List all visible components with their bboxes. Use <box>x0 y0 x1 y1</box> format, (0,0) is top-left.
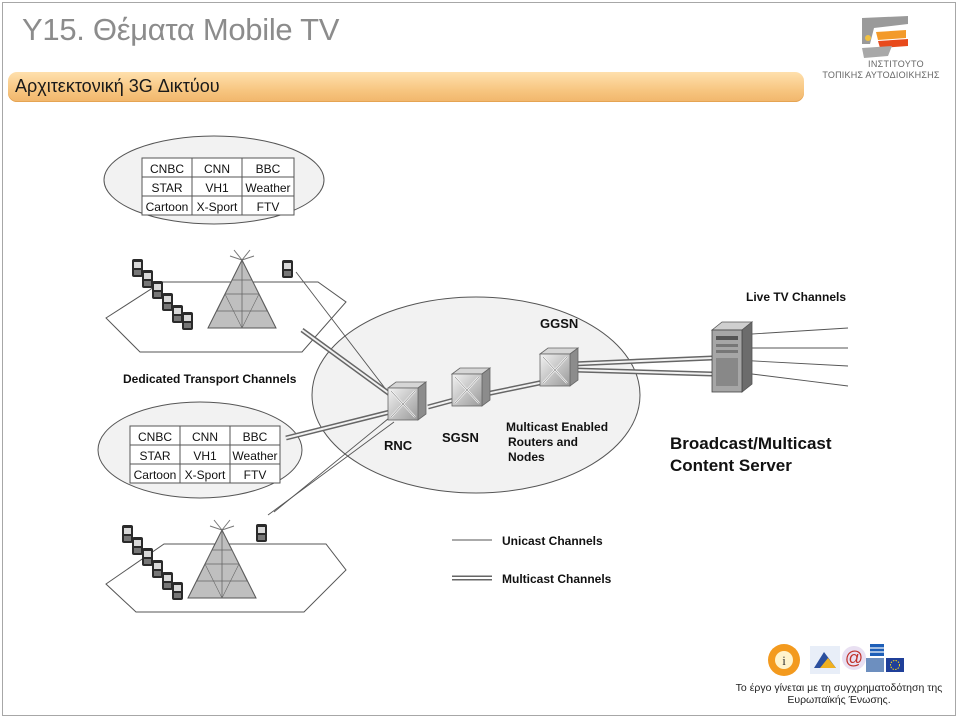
grid-bottom-cell: BBC <box>243 430 268 444</box>
sponsor-logos: i @ <box>768 644 904 676</box>
rnc-node-icon <box>387 381 427 421</box>
footer-line2: Ευρωπαϊκής Ένωσης. <box>787 694 891 706</box>
grid-top-cell: CNBC <box>150 162 184 176</box>
grid-bottom-cell: STAR <box>139 449 170 463</box>
grid-bottom-cell: VH1 <box>193 449 217 463</box>
info-society-icon: i <box>768 644 800 676</box>
subtitle-bar <box>8 72 804 102</box>
dedicated-channels-label: Dedicated Transport Channels <box>123 372 297 386</box>
legend-unicast-label: Unicast Channels <box>502 534 603 548</box>
logo-line2: ΤΟΠΙΚΗΣ ΑΥΤΟΔΙΟΙΚΗΣΗΣ <box>822 70 940 80</box>
grid-top-cell: BBC <box>256 162 281 176</box>
grid-top-cell: Weather <box>245 181 290 195</box>
svg-text:i: i <box>782 653 786 668</box>
grid-bottom-cell: CNBC <box>138 430 172 444</box>
network-diagram-svg: CNBC CNN BBC STAR VH1 Weather Cartoon X-… <box>97 135 849 613</box>
sgsn-node-icon <box>451 367 491 407</box>
grid-top-cell: X-Sport <box>197 200 238 214</box>
footer-cofinancing-text: Το έργο γίνεται με τη συγχρηματοδότηση τ… <box>722 682 956 706</box>
content-server-icon <box>710 321 754 393</box>
grid-bottom-cell: Cartoon <box>134 468 177 482</box>
legend: Unicast Channels Multicast Channels <box>452 534 612 586</box>
grid-top-cell: CNN <box>204 162 230 176</box>
grid-bottom-cell: FTV <box>244 468 267 482</box>
at-sign-icon: @ <box>842 646 866 670</box>
channel-grid-bottom: CNBC CNN BBC STAR VH1 Weather Cartoon X-… <box>129 425 281 484</box>
grid-top-cell: STAR <box>151 181 182 195</box>
program-2008-icon <box>810 646 840 674</box>
grid-bottom-cell: Weather <box>232 449 277 463</box>
network-diagram: CNBC CNN BBC STAR VH1 Weather Cartoon X-… <box>96 132 850 628</box>
grid-top-cell: Cartoon <box>146 200 189 214</box>
eu-flag-icon <box>886 658 904 672</box>
greek-flag-icon <box>870 644 884 656</box>
logo-line1: ΙΝΣΤΙΤΟΥΤΟ <box>868 59 924 69</box>
institute-logo-icon <box>862 16 908 58</box>
grid-bottom-cell: CNN <box>192 430 218 444</box>
legend-multicast-label: Multicast Channels <box>502 572 612 586</box>
grid-top-cell: VH1 <box>205 181 229 195</box>
slide-title: Υ15. Θέματα Mobile TV <box>22 12 340 47</box>
rnc-label: RNC <box>384 438 413 453</box>
footer-line1: Το έργο γίνεται με τη συγχρηματοδότηση τ… <box>735 682 943 694</box>
grid-bottom-cell: X-Sport <box>185 468 226 482</box>
ministry-icon <box>866 658 884 672</box>
server-label-2: Content Server <box>670 456 792 475</box>
ggsn-node-icon <box>539 347 579 387</box>
multicast-nodes-label-3: Nodes <box>508 450 545 464</box>
server-label-1: Broadcast/Multicast <box>670 434 832 453</box>
live-tv-label: Live TV Channels <box>746 290 846 304</box>
grid-top-cell: FTV <box>257 200 280 214</box>
sgsn-label: SGSN <box>442 430 479 445</box>
slide-subtitle: Αρχιτεκτονική 3G Δικτύου <box>15 76 220 96</box>
multicast-nodes-label-2: Routers and <box>508 435 578 449</box>
channel-grid-top: CNBC CNN BBC STAR VH1 Weather Cartoon X-… <box>141 157 295 216</box>
multicast-nodes-label-1: Multicast Enabled <box>506 420 608 434</box>
unicast-lines <box>267 271 849 516</box>
ggsn-label: GGSN <box>540 316 578 331</box>
svg-text:@: @ <box>845 648 863 668</box>
